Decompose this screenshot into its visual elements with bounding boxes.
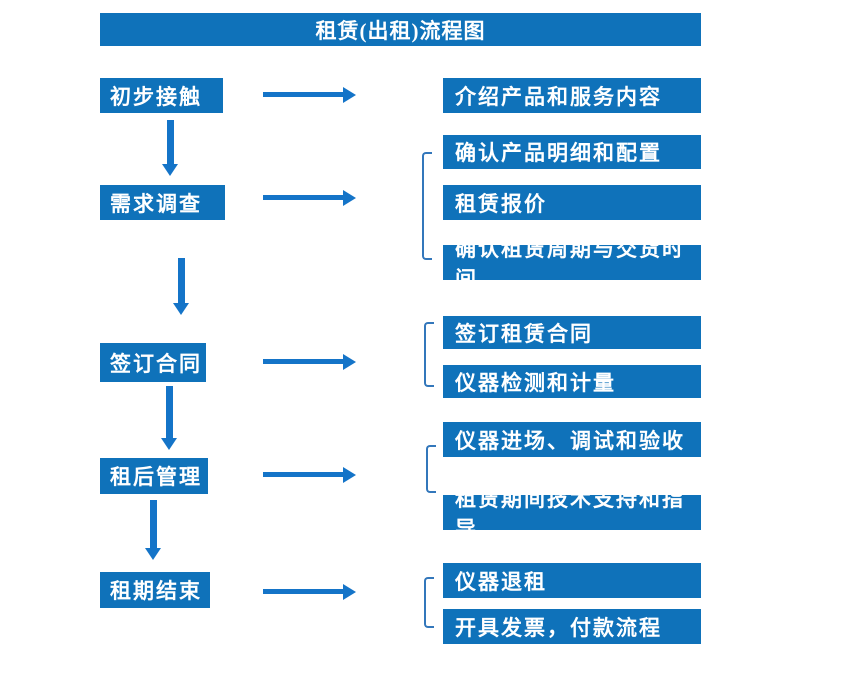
step-box-sign-contract: 签订合同 [100, 343, 206, 382]
detail-box: 租赁报价 [443, 185, 701, 220]
right-arrow-icon [263, 583, 356, 600]
detail-box: 介绍产品和服务内容 [443, 78, 701, 113]
detail-label: 开具发票，付款流程 [455, 615, 662, 640]
detail-box: 确认租赁周期与交货时间 [443, 237, 701, 291]
flowchart-title-bar: 租赁(出租)流程图 [100, 13, 701, 46]
detail-label: 确认产品明细和配置 [455, 141, 662, 165]
detail-box: 仪器检测和计量 [443, 365, 701, 398]
detail-box: 仪器退租 [443, 563, 701, 598]
group-bracket [422, 152, 432, 260]
step-box-post-rental-management: 租后管理 [100, 458, 208, 494]
detail-label: 租赁期间技术支持和指导 [455, 486, 685, 541]
step-label: 需求调查 [110, 191, 202, 216]
detail-box: 签订租赁合同 [443, 316, 701, 349]
down-arrow-icon [162, 120, 178, 176]
group-bracket [426, 445, 436, 493]
group-bracket [424, 322, 434, 387]
step-box-demand-survey: 需求调查 [100, 185, 225, 220]
down-arrow-icon [161, 386, 177, 450]
flowchart-title: 租赁(出租)流程图 [315, 18, 486, 43]
detail-box: 开具发票，付款流程 [443, 609, 701, 644]
down-arrow-icon [145, 500, 161, 560]
detail-box: 仪器进场、调试和验收 [443, 422, 701, 457]
right-arrow-icon [263, 86, 356, 103]
right-arrow-icon [263, 189, 356, 206]
right-arrow-icon [263, 353, 356, 370]
right-arrow-icon [263, 466, 356, 483]
detail-label: 签订租赁合同 [455, 321, 593, 346]
detail-box: 确认产品明细和配置 [443, 135, 701, 169]
detail-label: 仪器检测和计量 [455, 370, 616, 395]
step-label: 初步接触 [110, 84, 202, 109]
detail-label: 确认租赁周期与交货时间 [455, 236, 685, 291]
detail-label: 仪器退租 [455, 569, 547, 594]
step-box-initial-contact: 初步接触 [100, 78, 223, 113]
step-label: 租后管理 [110, 465, 202, 489]
group-bracket [424, 577, 434, 628]
down-arrow-icon [173, 258, 189, 315]
detail-box: 租赁期间技术支持和指导 [443, 487, 701, 541]
detail-label: 租赁报价 [455, 191, 547, 216]
detail-label: 介绍产品和服务内容 [455, 84, 662, 109]
step-box-rental-end: 租期结束 [100, 572, 210, 608]
step-label: 租期结束 [110, 579, 202, 603]
detail-label: 仪器进场、调试和验收 [455, 428, 685, 453]
step-label: 签订合同 [110, 351, 202, 376]
